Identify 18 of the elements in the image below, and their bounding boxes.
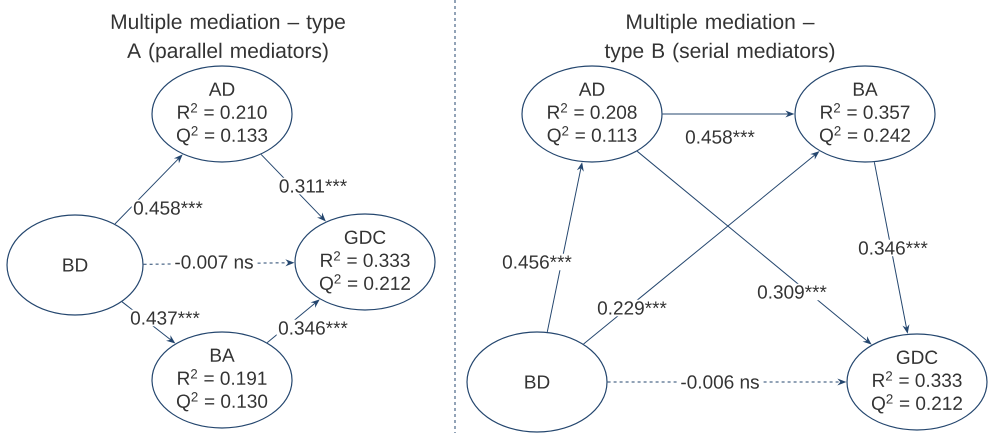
- ellipse-node: GDC R$^{2}$ = 0.333 Q$^{2}$ = 0.212: [294, 213, 436, 311]
- edge-label: 0.311***: [277, 178, 349, 194]
- edge-label: 0.456***: [500, 254, 574, 270]
- edge-label: -0.006 ns: [678, 374, 762, 390]
- ellipse-node: GDC R$^{2}$ = 0.333 Q$^{2}$ = 0.212: [846, 333, 988, 431]
- edge-label: 0.437***: [128, 310, 202, 326]
- ellipse-node: BD: [466, 331, 608, 433]
- ellipse-node: AD R$^{2}$ = 0.210 Q$^{2}$ = 0.133: [151, 65, 293, 163]
- title: Multiple mediation – type B (serial mediators): [604, 14, 834, 62]
- edge-label: 0.458***: [132, 200, 204, 216]
- ellipse-node: AD R$^{2}$ = 0.208 Q$^{2}$ = 0.113: [521, 65, 663, 163]
- ellipse-node: BA R$^{2}$ = 0.357 Q$^{2}$ = 0.242: [794, 65, 936, 163]
- edge-label: 0.346***: [856, 240, 930, 256]
- edge-label: 0.346***: [276, 320, 350, 336]
- edge-label: 0.309***: [756, 284, 828, 300]
- edge-label: 0.229***: [596, 300, 668, 316]
- edge-label: 0.458***: [684, 128, 756, 146]
- edge-label: -0.007 ns: [172, 254, 256, 270]
